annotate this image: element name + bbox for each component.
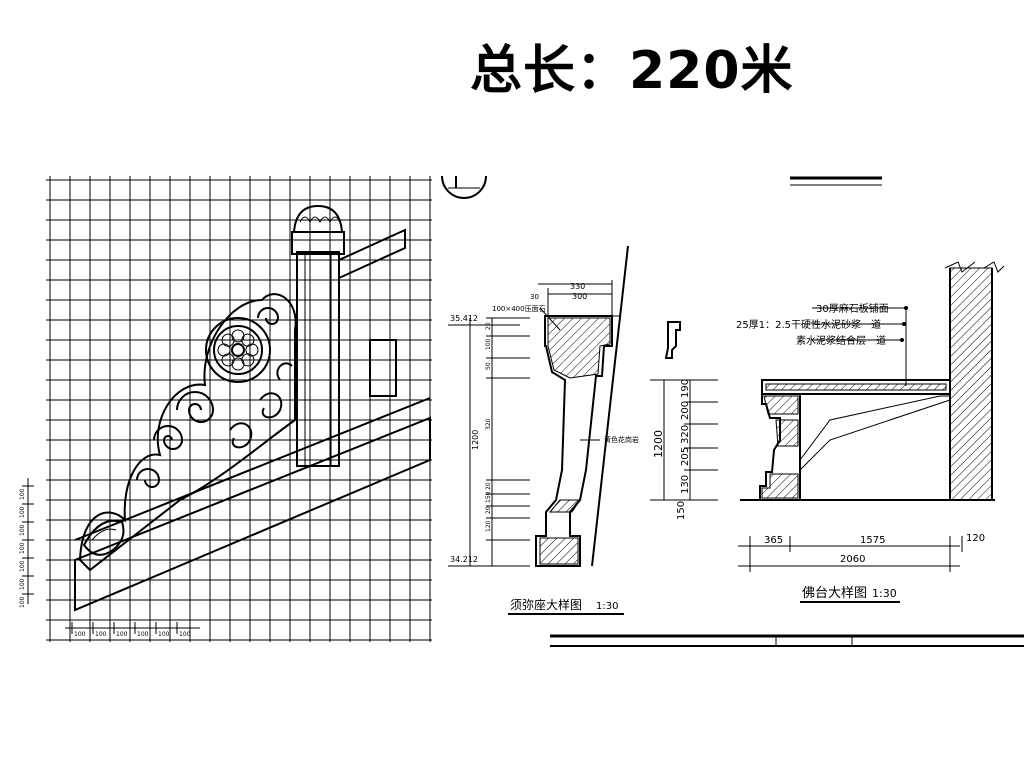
railing-bottom-dim-label: 100	[137, 631, 149, 638]
railing-side-dim-label: 100	[19, 578, 26, 590]
dim-1575: 1575	[860, 535, 885, 546]
railing-bottom-dim-label: 100	[158, 631, 170, 638]
fotai-dim-label: 200	[680, 401, 691, 420]
wall-section	[949, 267, 993, 501]
railing-side-dim-label: 100	[19, 488, 26, 500]
fotai-caption: 佛台大样图	[802, 586, 867, 601]
upper-rail	[338, 228, 406, 279]
xumizuo-dim-label: 20	[485, 506, 492, 514]
railing-bottom-dim-label: 100	[116, 631, 128, 638]
fotai-note-2: 25厚1：2.5干硬性水泥砂浆一道	[736, 318, 881, 331]
xumizuo-caption: 须弥座大样图	[510, 597, 582, 612]
plinth-top-line	[74, 397, 431, 541]
top-dim-300: 300	[572, 292, 587, 301]
fotai-scale: 1:30	[872, 587, 897, 600]
railing-bottom-dim-label: 100	[179, 631, 191, 638]
section-symbol	[441, 175, 487, 199]
fotai-dim-150: 150	[676, 501, 687, 520]
rosette	[205, 317, 271, 383]
cap-note: 100×400压面石	[492, 305, 546, 313]
railing-post	[291, 204, 345, 467]
xumizuo-dim-label: 100	[485, 338, 492, 350]
railing-side-dim-label: 100	[19, 524, 26, 536]
top-dim-30: 30	[530, 293, 539, 301]
fotai-detail: 30厚麻石板铺面 25厚1：2.5干硬性水泥砂浆一道 素水泥浆结合层一道 120…	[650, 176, 1005, 603]
xumizuo-dim-label: 150	[485, 491, 492, 503]
railing-side-dim-label: 100	[19, 506, 26, 518]
rail-baluster-plate	[369, 339, 397, 397]
xumizuo-dim-label: 50	[485, 362, 492, 370]
elev-top: 35.412	[450, 314, 478, 323]
fotai-dim-label: 130	[680, 475, 691, 494]
end-cloud-block	[82, 519, 125, 556]
xumizuo-profile	[535, 315, 613, 567]
dim-365: 365	[764, 535, 783, 546]
xumizuo-dim-label: 20	[485, 322, 492, 330]
railing-bottom-dim-label: 100	[74, 631, 86, 638]
railing-side-dim-label: 100	[19, 596, 26, 608]
elev-bottom: 34.212	[450, 555, 478, 564]
fotai-total: 1200	[652, 430, 665, 458]
xumizuo-dim-label: 20	[485, 482, 492, 490]
dim-120: 120	[966, 533, 985, 544]
railing-bottom-dim-label: 100	[95, 631, 107, 638]
ornamental-carving	[78, 293, 297, 572]
fotai-note-1: 30厚麻石板铺面	[816, 302, 889, 315]
xumizuo-total: 1200	[471, 430, 480, 450]
railing-elevation: 100 100 100 100 100 100 100 100 100 100 100 100 100	[19, 176, 432, 642]
xumizuo-detail: 须弥座大样图 1:30 35.412 34.212 330 300 30 100…	[448, 245, 639, 615]
fotai-dim-label: 320	[680, 425, 691, 444]
xumizuo-dim-label: 120	[485, 520, 492, 532]
fotai-note-3: 素水泥浆结合层一道	[796, 334, 886, 347]
xumizuo-scale: 1:30	[596, 601, 618, 612]
fotai-dim-label: 205	[680, 447, 691, 466]
reference-grid	[46, 176, 432, 642]
small-profile	[664, 321, 681, 359]
title-block-strip	[550, 634, 1024, 647]
fotai-dim-label: 190	[680, 379, 691, 398]
paving-layer	[761, 379, 951, 395]
xumizuo-dim-label: 320	[485, 418, 492, 430]
body-note: 黄色花岗岩	[604, 435, 639, 444]
railing-side-dim-label: 100	[19, 560, 26, 572]
dim-2060: 2060	[840, 554, 865, 565]
top-dim-330: 330	[570, 282, 585, 291]
drawing-title: 总长：220米	[470, 41, 794, 101]
sloped-plinth	[74, 416, 431, 612]
railing-side-dim-label: 100	[19, 542, 26, 554]
